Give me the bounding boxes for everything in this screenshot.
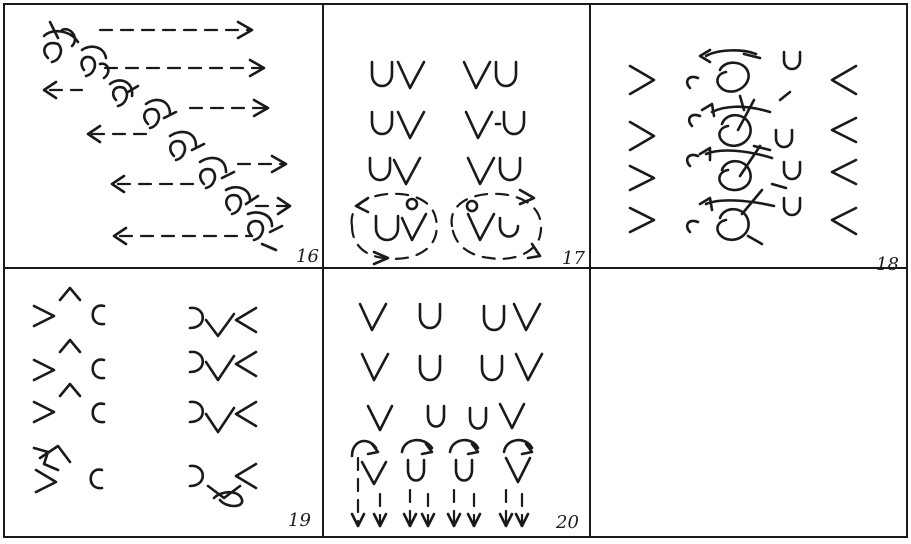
panel-20: 20 bbox=[352, 304, 579, 533]
panel-number-20: 20 bbox=[555, 512, 579, 533]
circular-motion-figures bbox=[352, 190, 542, 264]
panel-18: 18 bbox=[630, 50, 899, 275]
panel-number-19: 19 bbox=[288, 510, 311, 531]
greater-than-column bbox=[630, 66, 654, 232]
panel-16: 16 bbox=[44, 22, 319, 267]
panel-number-16: 16 bbox=[296, 246, 319, 267]
panel-number-17: 17 bbox=[562, 248, 585, 269]
less-than-column bbox=[832, 66, 856, 234]
panel-number-18: 18 bbox=[876, 254, 899, 275]
right-sequence bbox=[190, 308, 256, 506]
row-3 bbox=[368, 404, 524, 430]
letter-pairs-right bbox=[464, 62, 524, 184]
letter-pairs-left bbox=[370, 62, 424, 184]
panel-17: 17 bbox=[352, 62, 586, 269]
left-sequence bbox=[34, 288, 104, 492]
dashed-arrows-left bbox=[44, 82, 250, 244]
swirl-hand-figures bbox=[687, 50, 800, 244]
panel-grid bbox=[4, 4, 907, 537]
hand-figures bbox=[44, 22, 282, 250]
dashed-arrows-right bbox=[100, 22, 290, 214]
row-2 bbox=[362, 354, 542, 380]
outer-frame bbox=[4, 4, 907, 537]
row-1 bbox=[360, 304, 540, 330]
panel-19: 19 bbox=[34, 288, 311, 531]
row-4-with-arrows bbox=[352, 440, 532, 526]
